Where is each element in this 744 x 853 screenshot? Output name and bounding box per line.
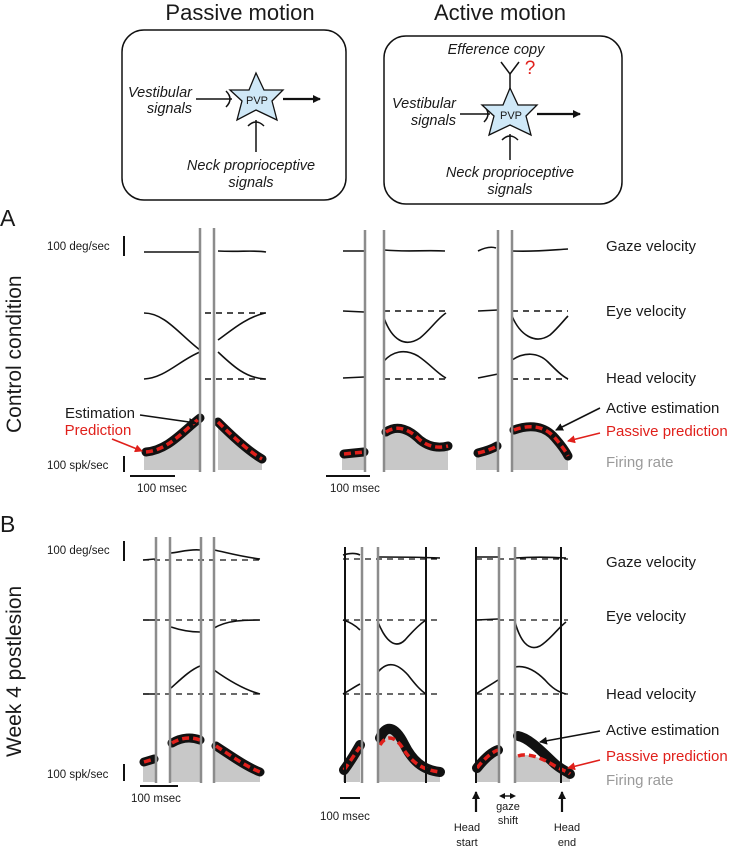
- velocity-scale-label-b: 100 deg/sec: [47, 545, 110, 557]
- neck-synapse: [247, 121, 265, 127]
- active-estimation-arrow: [555, 407, 601, 431]
- prediction-arrow: [111, 438, 143, 453]
- prediction-trace: [477, 424, 570, 457]
- gaze-shift-arrowhead-right: [510, 793, 516, 799]
- vestibular-label-1: Vestibular: [128, 85, 193, 101]
- active-estimation-label-b: Active estimation: [606, 722, 719, 739]
- postlesion-label: Week 4 postlesion: [3, 586, 26, 757]
- prediction-trace: [143, 736, 261, 774]
- eye-velocity-trace: [477, 309, 569, 340]
- eye-velocity-label: Eye velocity: [606, 303, 687, 320]
- active-estimation-arrow-b: [539, 730, 601, 745]
- eye-velocity-trace: [342, 619, 427, 645]
- neck-synapse-active: [501, 135, 519, 141]
- estimation-label: Estimation: [65, 405, 135, 422]
- neck-label-active-2: signals: [487, 182, 532, 198]
- passive-motion-header: Passive motion: [165, 0, 314, 25]
- pvp-label-active: PVP: [500, 110, 522, 122]
- head-velocity-trace: [477, 353, 569, 380]
- passive-schematic: PVP Vestibular signals Neck propriocepti…: [121, 29, 347, 201]
- postlesion-passive-traces: [139, 537, 265, 783]
- prediction-label: Prediction: [65, 422, 132, 439]
- eye-velocity-trace: [143, 312, 266, 351]
- active-schematic-box: [383, 35, 623, 205]
- postlesion-active-traces-1: [339, 547, 445, 783]
- passive-prediction-label-b: Passive prediction: [606, 748, 728, 765]
- velocity-scale-label-a: 100 deg/sec: [47, 241, 110, 253]
- prediction-trace: [475, 748, 572, 776]
- vestibular-synapse: [225, 90, 231, 108]
- vestibular-label-active-1: Vestibular: [392, 96, 457, 112]
- gaze-shift-label-2: shift: [498, 815, 518, 827]
- pvp-neuron-icon-active: [480, 86, 539, 137]
- passive-prediction-arrow: [567, 432, 601, 444]
- pvp-label: PVP: [246, 95, 268, 107]
- vestibular-label-active-2: signals: [411, 113, 456, 129]
- gaze-velocity-trace: [144, 250, 267, 253]
- head-velocity-trace: [342, 663, 427, 695]
- head-velocity-trace: [342, 350, 447, 379]
- gaze-velocity-trace: [343, 249, 446, 252]
- rate-scale-label-a: 100 spk/sec: [47, 460, 109, 472]
- gaze-velocity-label: Gaze velocity: [606, 238, 697, 255]
- passive-schematic-box: [121, 29, 347, 201]
- efference-copy-label: Efference copy: [448, 42, 545, 58]
- firing-rate-fill: [143, 738, 260, 782]
- eye-velocity-trace: [475, 618, 567, 649]
- eye-velocity-label-b: Eye velocity: [606, 608, 687, 625]
- neck-label-2: signals: [228, 175, 273, 191]
- active-estimation-label: Active estimation: [606, 400, 719, 417]
- head-end-label-1: Head: [554, 822, 580, 834]
- passive-prediction-arrow-b: [567, 759, 601, 771]
- firing-rate-fill: [475, 750, 570, 782]
- control-passive-traces: [141, 228, 268, 472]
- control-condition-label: Control condition: [3, 275, 26, 433]
- time-scale-label-b1: 100 msec: [131, 793, 181, 805]
- firing-rate-fill: [343, 732, 440, 782]
- head-velocity-label: Head velocity: [606, 370, 697, 387]
- firing-rate-fill: [476, 426, 568, 470]
- head-velocity-trace: [475, 665, 567, 695]
- vestibular-label-2: signals: [147, 101, 192, 117]
- postlesion-active-traces-2: [472, 547, 575, 783]
- firing-rate-label: Firing rate: [606, 454, 674, 471]
- head-end-label-2: end: [558, 837, 576, 849]
- firing-rate-fill: [342, 428, 448, 470]
- panel-label-a: A: [0, 205, 16, 231]
- efference-fork: [500, 61, 520, 76]
- firing-rate-fill: [144, 418, 262, 470]
- gaze-velocity-trace: [476, 556, 567, 559]
- control-active-traces-1: [339, 230, 453, 472]
- gaze-shift-label-1: gaze: [496, 801, 520, 813]
- estimation-arrow: [139, 414, 197, 426]
- question-mark: ?: [525, 58, 536, 79]
- gaze-velocity-label-b: Gaze velocity: [606, 554, 697, 571]
- neck-label-active-1: Neck proprioceptive: [446, 165, 574, 181]
- head-velocity-trace: [143, 351, 266, 380]
- head-start-label-2: start: [456, 837, 477, 849]
- time-scale-label-a2: 100 msec: [330, 483, 380, 495]
- neck-label-1: Neck proprioceptive: [187, 158, 315, 174]
- gaze-shift-arrowhead-left: [499, 793, 505, 799]
- eye-velocity-trace: [342, 310, 447, 343]
- time-scale-label-b2: 100 msec: [320, 811, 370, 823]
- passive-prediction-label: Passive prediction: [606, 423, 728, 440]
- firing-rate-label-b: Firing rate: [606, 772, 674, 789]
- head-velocity-label-b: Head velocity: [606, 686, 697, 703]
- prediction-trace: [343, 426, 449, 456]
- pvp-neuron-icon: [228, 71, 285, 122]
- active-motion-header: Active motion: [434, 0, 566, 25]
- head-start-label-1: Head: [454, 822, 480, 834]
- gaze-velocity-trace: [477, 246, 569, 253]
- control-active-traces-2: [473, 230, 573, 472]
- rate-scale-label-b: 100 spk/sec: [47, 769, 109, 781]
- time-scale-label-a1: 100 msec: [137, 483, 187, 495]
- active-schematic: Efference copy ? PVP Vestibular signals …: [383, 35, 623, 205]
- panel-label-b: B: [0, 511, 15, 537]
